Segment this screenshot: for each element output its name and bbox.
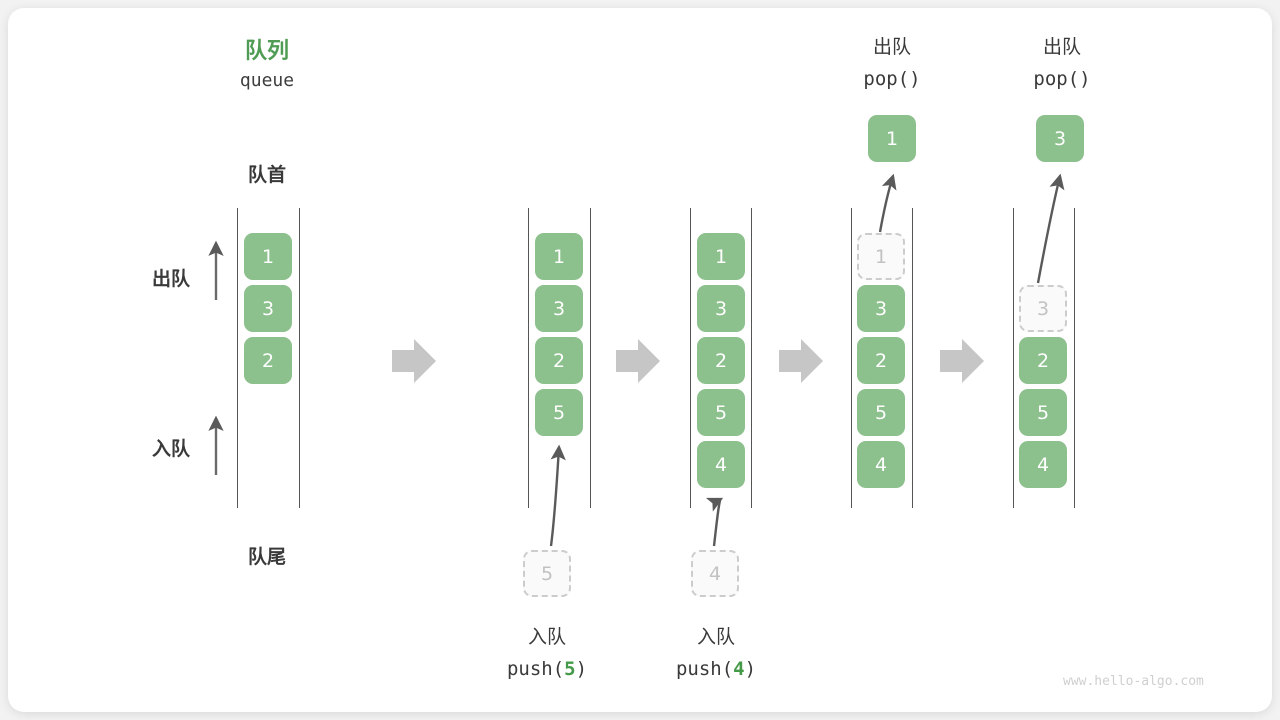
stage-caption-cn: 入队 (527, 626, 566, 648)
incoming-ghost-item: 4 (691, 550, 739, 597)
dequeue-label: 出队 (151, 268, 190, 290)
rail-right (1074, 208, 1075, 508)
popped-item: 3 (1036, 115, 1084, 162)
page-title-cn: 队列 (244, 39, 289, 64)
rail-right (590, 208, 591, 508)
front-label: 队首 (247, 164, 286, 186)
stage-caption-code: pop() (863, 68, 921, 90)
queue-item: 3 (697, 285, 745, 332)
queue-item: 2 (697, 337, 745, 384)
queue-item: 2 (244, 337, 292, 384)
queue-item: 2 (1019, 337, 1067, 384)
rail-left (1013, 208, 1014, 508)
stage-caption-cn: 出队 (1042, 36, 1081, 58)
stage-caption-code: push(5) (506, 658, 588, 680)
rear-label: 队尾 (247, 546, 286, 568)
incoming-ghost-item: 5 (523, 550, 571, 597)
outgoing-ghost-item: 3 (1019, 285, 1067, 332)
queue-item: 4 (697, 441, 745, 488)
queue-item: 1 (244, 233, 292, 280)
queue-item: 5 (1019, 389, 1067, 436)
stage-caption-code: push(4) (675, 658, 757, 680)
queue-item: 5 (697, 389, 745, 436)
queue-item: 3 (244, 285, 292, 332)
rail-right (751, 208, 752, 508)
queue-item: 3 (535, 285, 583, 332)
rail-left (690, 208, 691, 508)
caption-number: 4 (733, 658, 745, 680)
queue-item: 3 (857, 285, 905, 332)
queue-item: 4 (1019, 441, 1067, 488)
queue-item: 1 (535, 233, 583, 280)
stage-caption-cn: 入队 (696, 626, 735, 648)
queue-item: 2 (535, 337, 583, 384)
rail-right (912, 208, 913, 508)
outgoing-ghost-item: 1 (857, 233, 905, 280)
stage-caption-cn: 出队 (872, 36, 911, 58)
enqueue-label: 入队 (151, 438, 190, 460)
popped-item: 1 (868, 115, 916, 162)
diagram-card (8, 8, 1272, 712)
queue-item: 1 (697, 233, 745, 280)
rail-right (299, 208, 300, 508)
watermark: www.hello-algo.com (1063, 674, 1204, 689)
page-title-en: queue (239, 70, 295, 91)
queue-item: 5 (535, 389, 583, 436)
queue-item: 4 (857, 441, 905, 488)
stage-caption-code: pop() (1033, 68, 1091, 90)
queue-item: 5 (857, 389, 905, 436)
queue-item: 2 (857, 337, 905, 384)
caption-number: 5 (564, 658, 576, 680)
rail-left (237, 208, 238, 508)
rail-left (528, 208, 529, 508)
rail-left (851, 208, 852, 508)
